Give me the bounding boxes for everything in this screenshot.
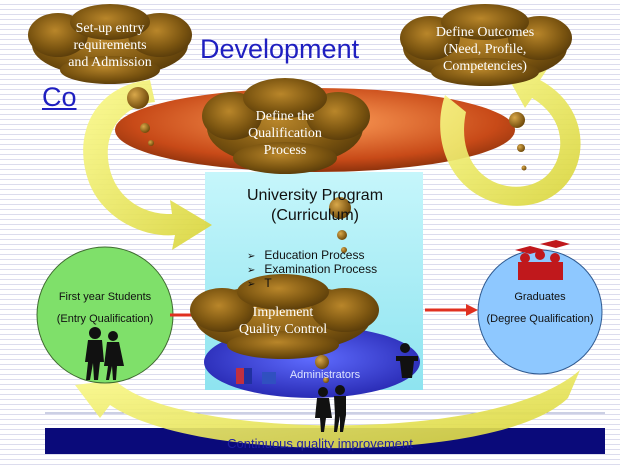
cloud-entry-text: Set-up entry requirements and Admission <box>48 20 172 71</box>
cloud-entry-line: and Admission <box>68 55 152 70</box>
cloud-entry-line: Set-up entry <box>75 21 145 36</box>
process-list: Education Process Examination Process T <box>247 249 377 291</box>
students-qualification: (Entry Qualification) <box>56 313 154 325</box>
slide-title-line2: Co <box>42 82 77 112</box>
cloud-qualification <box>202 78 370 174</box>
cloud-outcomes-text: Define Outcomes (Need, Profile, Competen… <box>420 24 550 75</box>
cloud-quality-text: Implement Quality Control <box>213 304 353 338</box>
cloud-outcomes-line: Define Outcomes <box>435 25 535 40</box>
program-title-line: University Program <box>246 187 384 204</box>
graduates-label: Graduates <box>514 291 566 303</box>
cloud-quality-line: Quality Control <box>238 322 328 337</box>
cloud-qualification-text: Define the Qualification Process <box>222 108 348 159</box>
cloud-qualification-line: Process <box>263 143 307 158</box>
process-item: Education Process <box>247 249 377 263</box>
cloud-quality-line: Implement <box>252 305 314 320</box>
improvement-label: Continuous quality improvement <box>227 436 413 451</box>
process-item: Examination Process <box>247 263 377 277</box>
speaker-podium-icon <box>396 343 418 378</box>
books-icon <box>236 368 276 384</box>
cloud-outcomes-line: (Need, Profile, <box>443 42 527 57</box>
left-cycle-arrow <box>83 80 212 250</box>
program-title: University Program (Curriculum) <box>215 186 415 226</box>
cloud-outcomes-line: Competencies) <box>443 59 527 74</box>
program-title-line: (Curriculum) <box>271 207 359 224</box>
cloud-qualification-line: Qualification <box>248 126 322 141</box>
cloud-entry-line: requirements <box>73 38 147 53</box>
right-cycle-arrow <box>440 68 581 206</box>
graduates-qualification: (Degree Qualification) <box>486 313 594 325</box>
students-people-icon <box>85 327 124 380</box>
process-item: T <box>247 277 377 291</box>
thought-beads <box>127 87 527 383</box>
graduates-icon <box>515 240 570 280</box>
cloud-qualification-line: Define the <box>255 109 315 124</box>
cloud-entry <box>28 4 192 84</box>
cloud-outcomes <box>400 4 572 86</box>
slide-title-line1: Development <box>200 34 360 64</box>
improvement-people-icon <box>315 385 346 432</box>
students-label: First year Students <box>58 291 152 303</box>
output-arrow <box>425 304 478 316</box>
administrators-label: Administrators <box>289 369 361 381</box>
bottom-return-arrow <box>75 370 580 449</box>
